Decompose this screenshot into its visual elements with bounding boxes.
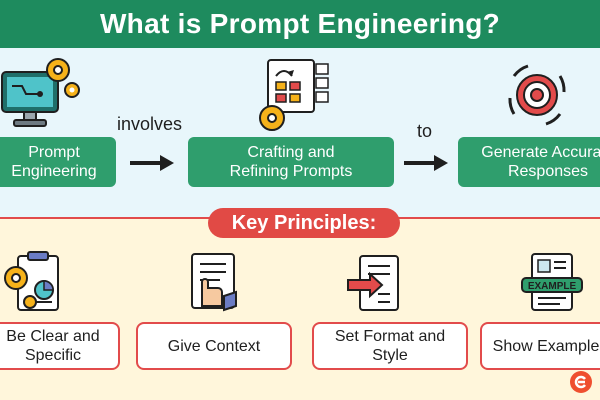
connector-involves: involves — [117, 114, 183, 134]
target-icon — [508, 64, 566, 126]
generate-responses-box: Generate Accurate Responses — [458, 137, 600, 187]
principle-show-examples: Show Examples — [480, 322, 600, 370]
crafting-refining-box: Crafting and Refining Prompts — [188, 137, 394, 187]
clipboard-gear-icon — [4, 251, 59, 311]
prompt-engineering-box: Prompt Engineering — [0, 137, 116, 187]
bottom-section — [0, 218, 600, 400]
arrow-right-icon — [404, 155, 448, 171]
header-bar — [0, 0, 600, 48]
workflow-diagram-icon — [259, 59, 329, 131]
monitor-with-gears-icon — [1, 58, 80, 127]
connector-to: to — [417, 121, 433, 141]
example-badge-text: EXAMPLE — [528, 281, 577, 292]
document-arrow-icon — [347, 255, 399, 311]
arrow-right-icon — [130, 155, 174, 171]
example-document-icon: EXAMPLE — [521, 253, 583, 311]
key-principles-heading: Key Principles: — [208, 208, 400, 238]
principle-give-context: Give Context — [136, 322, 292, 370]
document-hand-icon — [191, 253, 237, 312]
brand-logo — [570, 371, 592, 393]
page-title: What is Prompt Engineering? — [99, 8, 501, 39]
principle-clear-specific: Be Clear and Specific — [0, 322, 120, 370]
logo-mark-icon — [574, 375, 586, 389]
principle-set-format-style: Set Format and Style — [312, 322, 468, 370]
